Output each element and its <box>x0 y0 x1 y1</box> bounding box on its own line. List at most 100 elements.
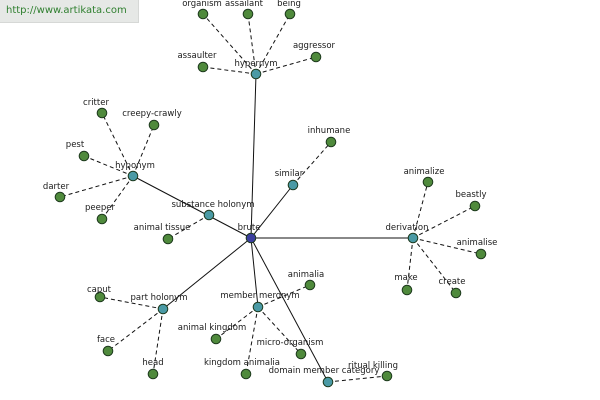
node-animal-kingdom[interactable]: animal kingdom <box>178 323 246 345</box>
node-similar[interactable]: similar <box>275 169 304 191</box>
node-micro-organism[interactable]: micro-organism <box>257 338 324 360</box>
node-dot-being[interactable] <box>284 8 296 20</box>
node-face[interactable]: face <box>97 335 115 357</box>
node-substance-holonym[interactable]: substance holonym <box>171 200 255 221</box>
node-part-holonym[interactable]: part holonym <box>131 293 188 315</box>
node-kingdom-animalia[interactable]: kingdom animalia <box>204 358 280 380</box>
node-member-meronym[interactable]: member meronym <box>220 291 300 313</box>
node-label-micro-organism[interactable]: micro-organism <box>257 338 324 348</box>
node-label-hyponym[interactable]: hyponym <box>115 161 155 171</box>
node-dot-creepy-crawly[interactable] <box>148 119 160 131</box>
node-peeper[interactable]: peeper <box>85 203 115 225</box>
node-make[interactable]: make <box>394 273 418 296</box>
node-pest[interactable]: pest <box>66 140 90 162</box>
node-label-animalise[interactable]: animalise <box>457 238 498 248</box>
node-label-similar[interactable]: similar <box>275 169 304 179</box>
node-dot-beastly[interactable] <box>469 200 481 212</box>
node-dot-derivation[interactable] <box>407 232 419 244</box>
node-label-beastly[interactable]: beastly <box>456 190 487 200</box>
node-dot-darter[interactable] <box>54 191 66 203</box>
node-label-darter[interactable]: darter <box>43 182 70 192</box>
node-hypernym[interactable]: hypernym <box>234 59 278 80</box>
site-url-banner[interactable]: http://www.artikata.com <box>0 0 139 23</box>
node-dot-member-meronym[interactable] <box>252 301 264 313</box>
node-animalize[interactable]: animalize <box>404 167 445 188</box>
node-label-critter[interactable]: critter <box>83 98 109 108</box>
node-dot-assailant[interactable] <box>242 8 254 20</box>
node-dot-animalize[interactable] <box>422 176 434 188</box>
node-label-peeper[interactable]: peeper <box>85 203 115 213</box>
node-dot-substance-holonym[interactable] <box>203 209 215 221</box>
node-dot-inhumane[interactable] <box>325 136 337 148</box>
node-being[interactable]: being <box>277 0 301 20</box>
node-dot-animalia[interactable] <box>304 279 316 291</box>
node-dot-assaulter[interactable] <box>197 61 209 73</box>
node-dot-part-holonym[interactable] <box>157 303 169 315</box>
node-label-animal-kingdom[interactable]: animal kingdom <box>178 323 246 333</box>
node-dot-caput[interactable] <box>94 291 106 303</box>
node-dot-animal-tissue[interactable] <box>162 233 174 245</box>
node-dot-make[interactable] <box>401 284 413 296</box>
node-hyponym[interactable]: hyponym <box>115 161 155 182</box>
node-ritual-killing[interactable]: ritual killing <box>348 361 398 382</box>
node-animalia[interactable]: animalia <box>288 270 324 291</box>
node-dot-domain-member-category[interactable] <box>322 376 334 388</box>
node-organism[interactable]: organism <box>182 0 222 20</box>
node-beastly[interactable]: beastly <box>456 190 487 212</box>
node-dot-similar[interactable] <box>287 179 299 191</box>
node-dot-kingdom-animalia[interactable] <box>240 368 252 380</box>
node-label-member-meronym[interactable]: member meronym <box>220 291 299 301</box>
node-creepy-crawly[interactable]: creepy-crawly <box>122 109 182 131</box>
node-dot-animal-kingdom[interactable] <box>210 333 222 345</box>
node-label-being[interactable]: being <box>277 0 301 9</box>
node-derivation[interactable]: derivation <box>385 223 429 244</box>
node-inhumane[interactable]: inhumane <box>308 126 351 148</box>
node-aggressor[interactable]: aggressor <box>293 41 336 63</box>
node-dot-critter[interactable] <box>96 107 108 119</box>
node-caput[interactable]: caput <box>87 285 112 303</box>
node-dot-create[interactable] <box>450 287 462 299</box>
node-label-ritual-killing[interactable]: ritual killing <box>348 361 398 371</box>
node-dot-peeper[interactable] <box>96 213 108 225</box>
node-label-animalia[interactable]: animalia <box>288 270 324 280</box>
node-label-kingdom-animalia[interactable]: kingdom animalia <box>204 358 280 368</box>
node-dot-hyponym[interactable] <box>127 170 139 182</box>
node-label-animalize[interactable]: animalize <box>404 167 445 177</box>
node-label-creepy-crawly[interactable]: creepy-crawly <box>122 109 182 119</box>
node-dot-organism[interactable] <box>197 8 209 20</box>
node-label-part-holonym[interactable]: part holonym <box>131 293 188 303</box>
node-label-hypernym[interactable]: hypernym <box>234 59 277 69</box>
node-dot-brute[interactable] <box>245 232 257 244</box>
site-url-text[interactable]: http://www.artikata.com <box>6 5 127 16</box>
node-label-assailant[interactable]: assailant <box>225 0 264 9</box>
node-critter[interactable]: critter <box>83 98 109 119</box>
node-assaulter[interactable]: assaulter <box>177 51 217 73</box>
node-animalise[interactable]: animalise <box>457 238 498 260</box>
node-label-animal-tissue[interactable]: animal tissue <box>134 223 191 233</box>
node-dot-micro-organism[interactable] <box>295 348 307 360</box>
node-label-derivation[interactable]: derivation <box>385 223 428 233</box>
node-dot-ritual-killing[interactable] <box>381 370 393 382</box>
node-label-domain-member-category[interactable]: domain member category <box>269 366 380 376</box>
node-dot-hypernym[interactable] <box>250 68 262 80</box>
node-dot-pest[interactable] <box>78 150 90 162</box>
node-label-substance-holonym[interactable]: substance holonym <box>171 200 254 210</box>
node-label-pest[interactable]: pest <box>66 140 85 150</box>
node-brute[interactable]: brute <box>238 223 261 244</box>
node-animal-tissue[interactable]: animal tissue <box>134 223 191 245</box>
node-label-caput[interactable]: caput <box>87 285 112 295</box>
node-dot-face[interactable] <box>102 345 114 357</box>
node-dot-head[interactable] <box>147 368 159 380</box>
node-label-make[interactable]: make <box>394 273 417 283</box>
node-domain-member-category[interactable]: domain member category <box>269 366 380 388</box>
node-label-aggressor[interactable]: aggressor <box>293 41 336 51</box>
node-head[interactable]: head <box>142 358 164 380</box>
node-dot-animalise[interactable] <box>475 248 487 260</box>
node-create[interactable]: create <box>439 277 466 299</box>
node-label-assaulter[interactable]: assaulter <box>177 51 217 61</box>
node-dot-aggressor[interactable] <box>310 51 322 63</box>
node-label-organism[interactable]: organism <box>182 0 222 9</box>
node-label-face[interactable]: face <box>97 335 115 345</box>
node-darter[interactable]: darter <box>43 182 70 203</box>
node-label-head[interactable]: head <box>142 358 163 368</box>
